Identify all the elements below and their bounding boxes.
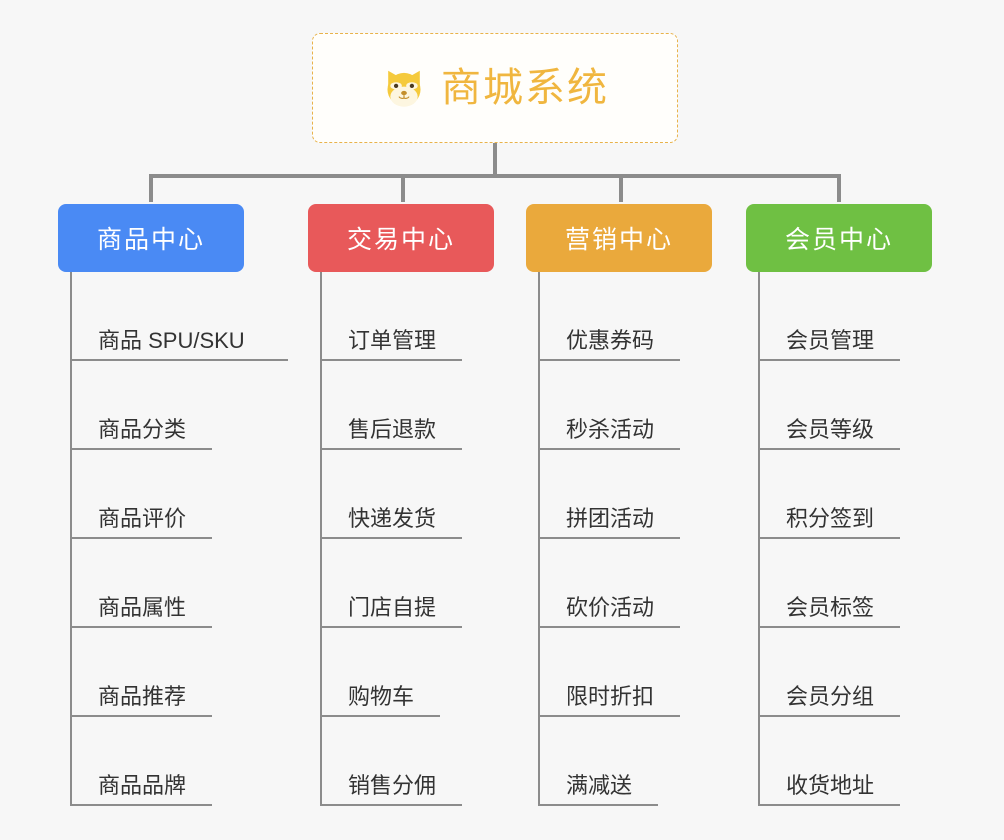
- child-list-4: 会员管理 会员等级 积分签到 会员标签 会员分组: [758, 272, 932, 806]
- child-underline: 会员等级: [760, 416, 901, 450]
- child-underline: 会员管理: [760, 327, 901, 361]
- child-underline: 收货地址: [760, 772, 901, 806]
- list-item[interactable]: 会员等级: [760, 361, 932, 450]
- branch-column-3: 营销中心 优惠券码 秒杀活动 拼团活动 砍价活动: [526, 204, 712, 806]
- list-item[interactable]: 门店自提: [322, 539, 494, 628]
- child-underline: 会员分组: [760, 683, 901, 717]
- child-underline: 秒杀活动: [540, 416, 681, 450]
- list-item[interactable]: 订单管理: [322, 272, 494, 361]
- child-underline: 商品推荐: [72, 683, 213, 717]
- child-label: 商品分类: [98, 416, 187, 442]
- child-underline: 门店自提: [322, 594, 463, 628]
- list-item[interactable]: 商品属性: [72, 539, 288, 628]
- category-box-商品中心[interactable]: 商品中心: [58, 204, 244, 272]
- list-item[interactable]: 秒杀活动: [540, 361, 712, 450]
- child-label: 会员等级: [786, 416, 875, 442]
- list-item[interactable]: 收货地址: [760, 717, 932, 806]
- child-underline: 砍价活动: [540, 594, 681, 628]
- child-label: 快递发货: [348, 505, 437, 531]
- child-label: 会员管理: [786, 327, 875, 353]
- child-label: 会员分组: [786, 683, 875, 709]
- list-item[interactable]: 优惠券码: [540, 272, 712, 361]
- child-underline: 购物车: [322, 683, 441, 717]
- child-label: 拼团活动: [566, 505, 655, 531]
- category-box-交易中心[interactable]: 交易中心: [308, 204, 494, 272]
- connector-horizontal-bus: [149, 174, 841, 178]
- child-underline: 优惠券码: [540, 327, 681, 361]
- child-underline: 快递发货: [322, 505, 463, 539]
- list-item[interactable]: 会员管理: [760, 272, 932, 361]
- connector-root-stem: [493, 143, 497, 177]
- branch-column-2: 交易中心 订单管理 售后退款 快递发货 门店自提: [308, 204, 494, 806]
- connector-branch-3: [619, 174, 623, 202]
- branch-column-1: 商品中心 商品 SPU/SKU 商品分类 商品评价 商品属性: [58, 204, 288, 806]
- child-label: 商品属性: [98, 594, 187, 620]
- list-item[interactable]: 售后退款: [322, 361, 494, 450]
- child-list-2: 订单管理 售后退款 快递发货 门店自提 购物车: [320, 272, 494, 806]
- list-item[interactable]: 会员分组: [760, 628, 932, 717]
- list-item[interactable]: 商品 SPU/SKU: [72, 272, 288, 361]
- connector-branch-4: [837, 174, 841, 202]
- child-label: 商品推荐: [98, 683, 187, 709]
- child-label: 秒杀活动: [566, 416, 655, 442]
- list-item[interactable]: 快递发货: [322, 450, 494, 539]
- list-item[interactable]: 购物车: [322, 628, 494, 717]
- child-underline: 商品品牌: [72, 772, 213, 806]
- child-label: 砍价活动: [566, 594, 655, 620]
- root-node[interactable]: 商城系统: [312, 33, 678, 143]
- category-box-营销中心[interactable]: 营销中心: [526, 204, 712, 272]
- root-node-content: 商城系统: [381, 65, 609, 111]
- connector-branch-2: [401, 174, 405, 202]
- child-label: 积分签到: [786, 505, 875, 531]
- child-label: 满减送: [566, 772, 633, 798]
- child-underline: 满减送: [540, 772, 659, 806]
- child-underline: 商品 SPU/SKU: [72, 327, 288, 361]
- child-underline: 积分签到: [760, 505, 901, 539]
- child-label: 购物车: [348, 683, 415, 709]
- child-underline: 限时折扣: [540, 683, 681, 717]
- child-underline: 商品评价: [72, 505, 213, 539]
- child-underline: 商品分类: [72, 416, 213, 450]
- child-underline: 会员标签: [760, 594, 901, 628]
- connector-branch-1: [149, 174, 153, 202]
- child-underline: 订单管理: [322, 327, 463, 361]
- list-item[interactable]: 销售分佣: [322, 717, 494, 806]
- list-item[interactable]: 商品分类: [72, 361, 288, 450]
- child-underline: 拼团活动: [540, 505, 681, 539]
- child-underline: 商品属性: [72, 594, 213, 628]
- root-title: 商城系统: [441, 66, 609, 110]
- list-item[interactable]: 拼团活动: [540, 450, 712, 539]
- child-label: 订单管理: [348, 327, 437, 353]
- list-item[interactable]: 限时折扣: [540, 628, 712, 717]
- category-box-会员中心[interactable]: 会员中心: [746, 204, 932, 272]
- shiba-dog-face-icon: [381, 65, 427, 111]
- list-item[interactable]: 商品评价: [72, 450, 288, 539]
- child-label: 会员标签: [786, 594, 875, 620]
- list-item[interactable]: 会员标签: [760, 539, 932, 628]
- list-item[interactable]: 砍价活动: [540, 539, 712, 628]
- child-label: 商品评价: [98, 505, 187, 531]
- child-label: 商品品牌: [98, 772, 187, 798]
- child-list-3: 优惠券码 秒杀活动 拼团活动 砍价活动 限时折扣: [538, 272, 712, 806]
- child-underline: 销售分佣: [322, 772, 463, 806]
- list-item[interactable]: 积分签到: [760, 450, 932, 539]
- child-label: 收货地址: [786, 772, 875, 798]
- child-label: 商品 SPU/SKU: [98, 327, 245, 353]
- child-label: 售后退款: [348, 416, 437, 442]
- list-item[interactable]: 满减送: [540, 717, 712, 806]
- child-label: 销售分佣: [348, 772, 437, 798]
- branch-column-4: 会员中心 会员管理 会员等级 积分签到 会员标签: [746, 204, 932, 806]
- child-list-1: 商品 SPU/SKU 商品分类 商品评价 商品属性 商品推荐: [70, 272, 288, 806]
- child-underline: 售后退款: [322, 416, 463, 450]
- list-item[interactable]: 商品推荐: [72, 628, 288, 717]
- list-item[interactable]: 商品品牌: [72, 717, 288, 806]
- child-label: 优惠券码: [566, 327, 655, 353]
- child-label: 门店自提: [348, 594, 437, 620]
- child-label: 限时折扣: [566, 683, 655, 709]
